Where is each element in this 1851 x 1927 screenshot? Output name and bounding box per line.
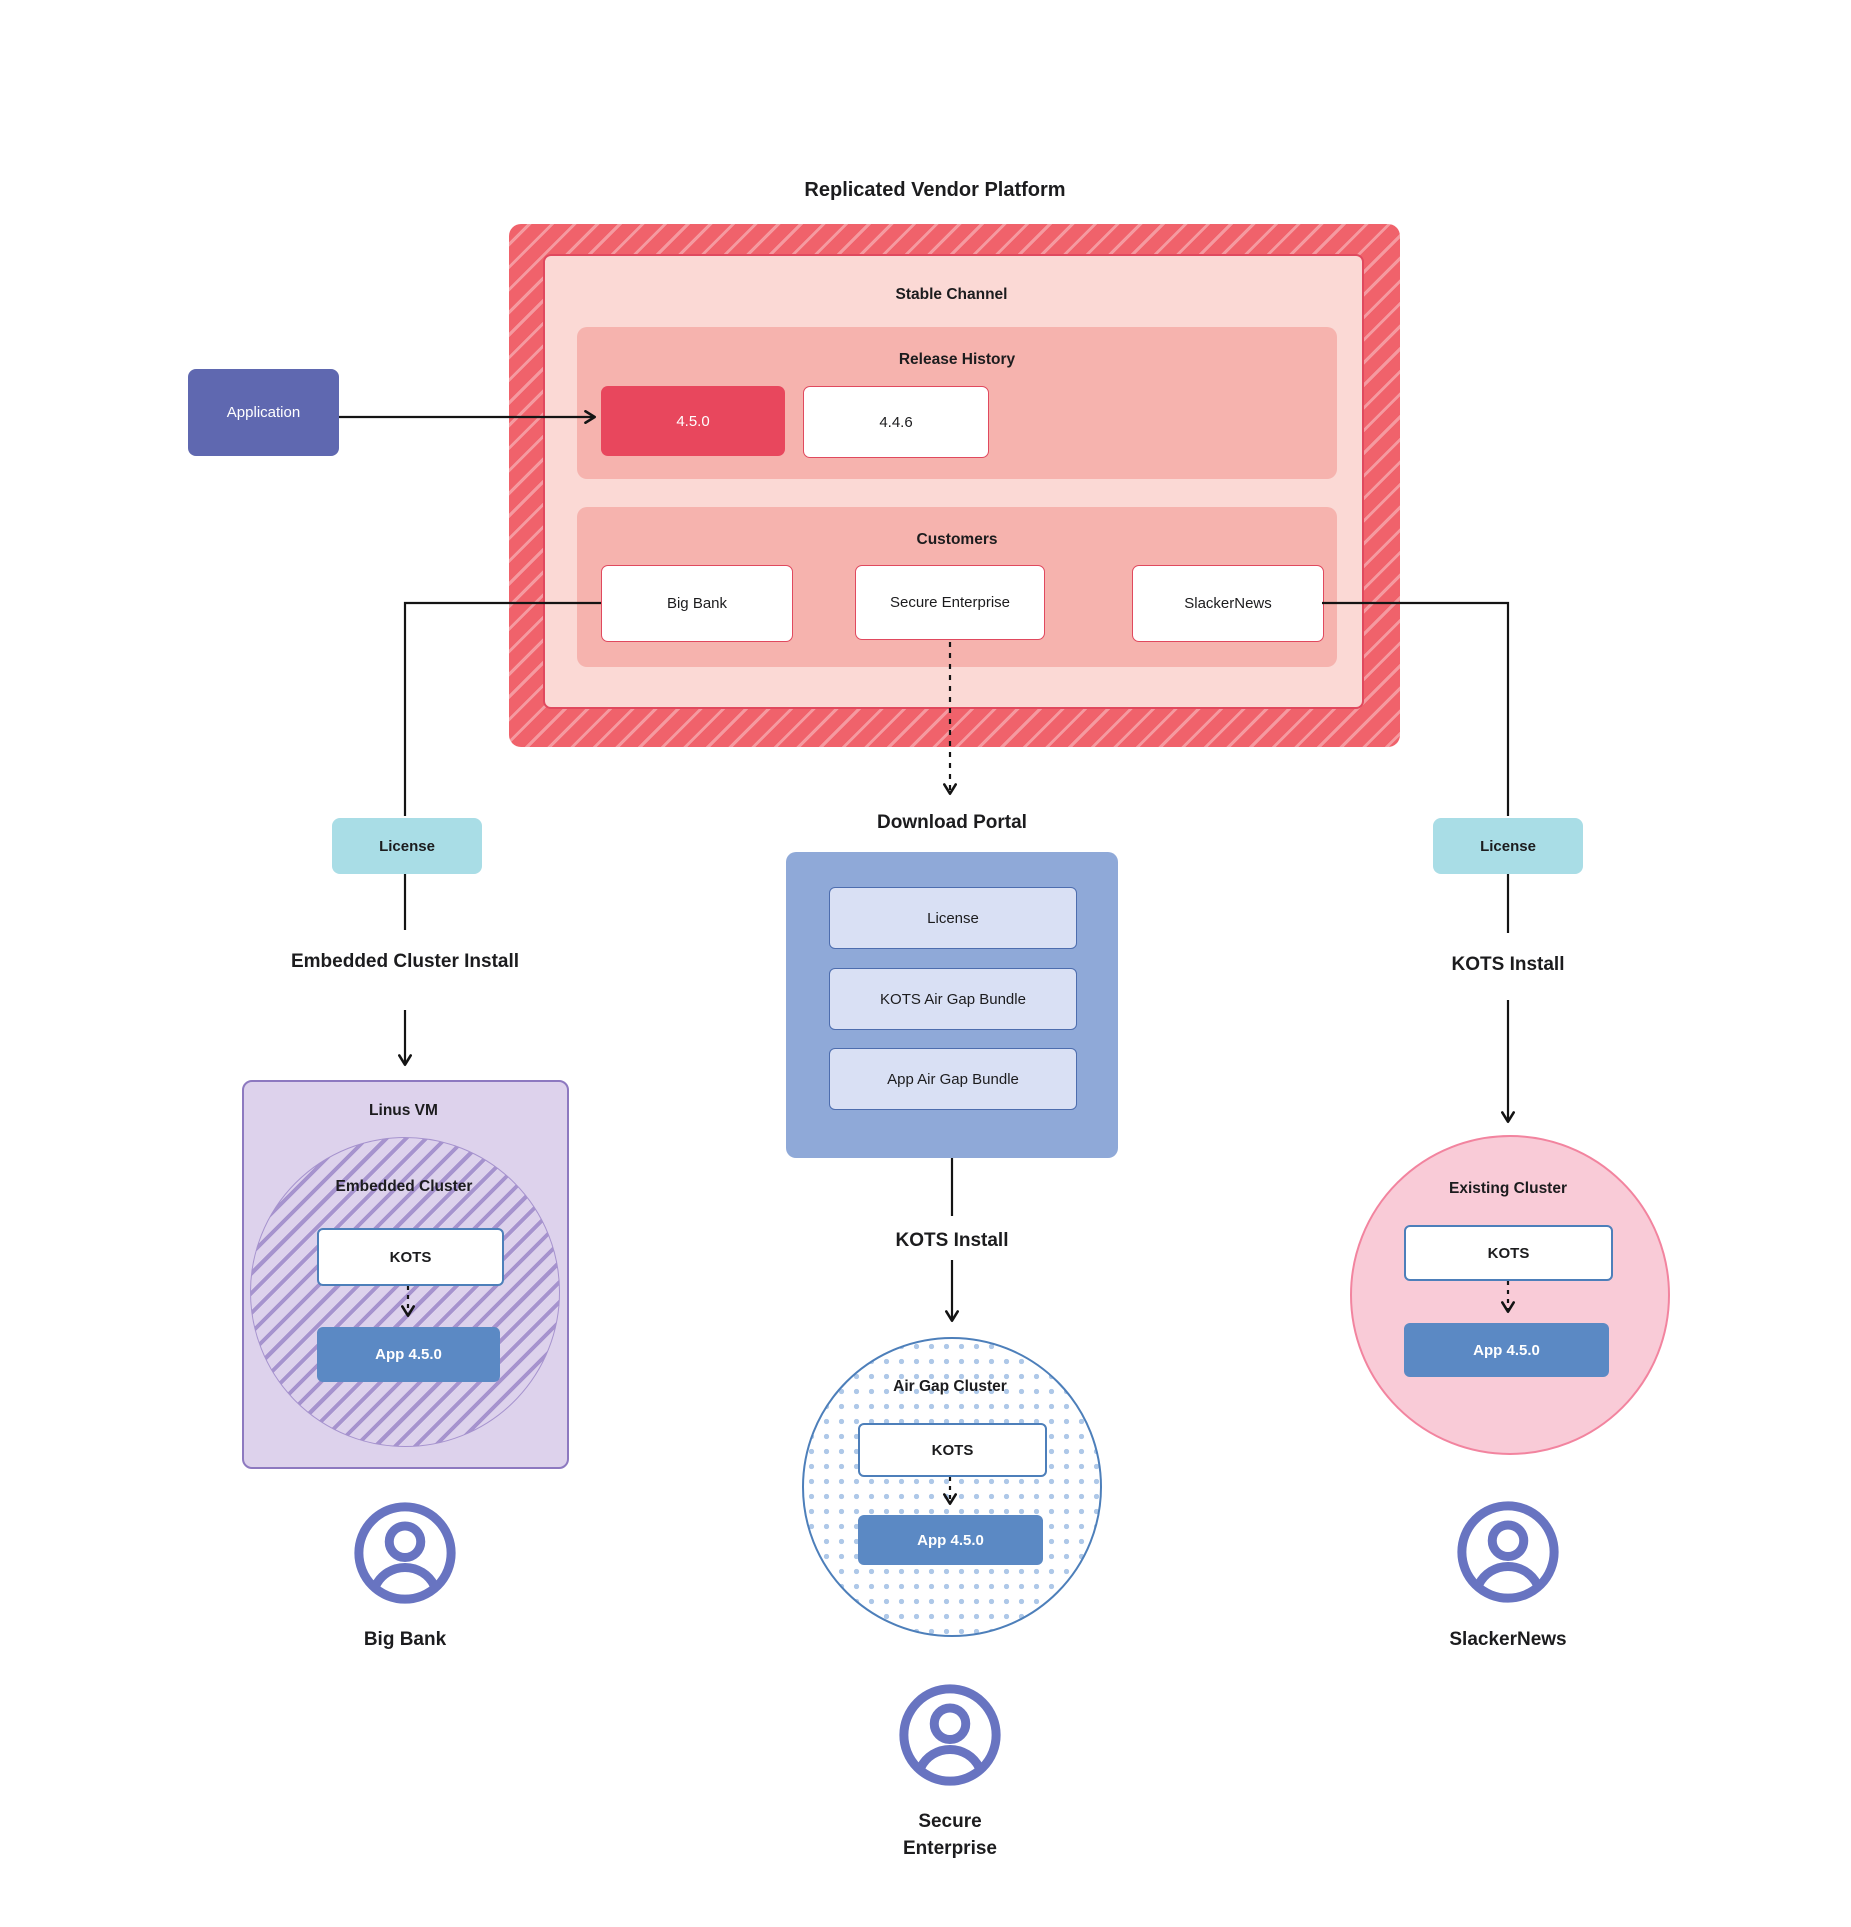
air-gap-cluster-circle: [802, 1337, 1102, 1637]
portal-item-license: License: [829, 887, 1077, 949]
embedded-cluster-circle: [250, 1137, 560, 1447]
secure-enterprise-persona-label: Secure Enterprise: [903, 1811, 997, 1859]
portal-item-app-airgap-bundle: App Air Gap Bundle: [829, 1048, 1077, 1110]
kots-box-left: KOTS: [317, 1228, 504, 1286]
license-box-right: License: [1433, 818, 1583, 874]
app-box-middle: App 4.5.0: [858, 1515, 1043, 1565]
embedded-cluster-label: Embedded Cluster: [335, 1178, 473, 1195]
customer-big-bank: Big Bank: [601, 565, 793, 642]
download-portal-label: Download Portal: [877, 812, 1027, 833]
license-box-left: License: [332, 818, 482, 874]
existing-cluster-label: Existing Cluster: [1449, 1180, 1567, 1197]
secure-enterprise-user-icon: [896, 1681, 1004, 1794]
slackernews-user-icon: [1454, 1498, 1562, 1611]
kots-box-right: KOTS: [1404, 1225, 1613, 1281]
app-box-left: App 4.5.0: [317, 1327, 500, 1382]
slackernews-persona-label: SlackerNews: [1449, 1629, 1567, 1650]
customer-secure-enterprise: Secure Enterprise: [855, 565, 1045, 640]
customers-label: Customers: [916, 531, 998, 548]
portal-item-kots-airgap-bundle: KOTS Air Gap Bundle: [829, 968, 1077, 1030]
app-box-right: App 4.5.0: [1404, 1323, 1609, 1377]
kots-box-middle: KOTS: [858, 1423, 1047, 1477]
big-bank-user-icon: [351, 1499, 459, 1612]
existing-cluster-circle: [1350, 1135, 1670, 1455]
stable-channel-label: Stable Channel: [895, 286, 1008, 303]
linus-vm-label: Linus VM: [369, 1102, 438, 1119]
page-title: Replicated Vendor Platform: [804, 178, 1066, 201]
air-gap-cluster-label: Air Gap Cluster: [893, 1378, 1007, 1395]
release-4-5-0: 4.5.0: [601, 386, 785, 456]
kots-install-label-middle: KOTS Install: [895, 1230, 1009, 1251]
application-box: Application: [188, 369, 339, 456]
customer-slackernews: SlackerNews: [1132, 565, 1324, 642]
release-history-label: Release History: [898, 351, 1016, 368]
kots-install-label-right: KOTS Install: [1451, 954, 1565, 975]
embedded-cluster-install-label: Embedded Cluster Install: [290, 951, 520, 972]
big-bank-persona-label: Big Bank: [363, 1629, 447, 1650]
release-4-4-6: 4.4.6: [803, 386, 989, 458]
